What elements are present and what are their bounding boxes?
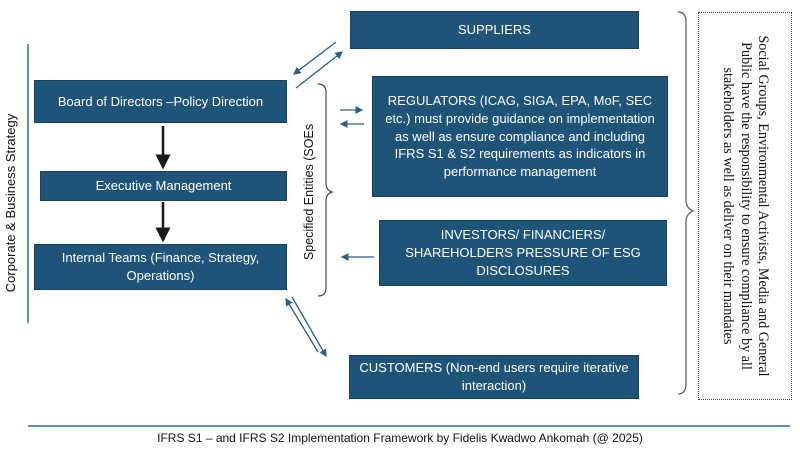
arrow-to-customers xyxy=(291,296,327,358)
customers-text: CUSTOMERS (Non-end users require iterati… xyxy=(359,360,629,393)
side-note-text: Social Groups, Environmental Activists, … xyxy=(720,35,771,377)
customers-box: CUSTOMERS (Non-end users require iterati… xyxy=(349,355,639,399)
regulators-text: REGULATORS (ICAG, SIGA, EPA, MoF, SEC et… xyxy=(385,92,655,180)
executive-management-text: Executive Management xyxy=(95,178,232,194)
investors-text: INVESTORS/ FINANCIERS/ SHAREHOLDERS PRES… xyxy=(405,227,641,278)
suppliers-box: SUPPLIERS xyxy=(350,11,639,49)
specified-entities-label: Specified Entities (SOEs xyxy=(302,123,316,261)
internal-teams-text: Internal Teams (Finance, Strategy, Opera… xyxy=(61,250,260,283)
suppliers-text: SUPPLIERS xyxy=(458,22,531,38)
side-note-box: Social Groups, Environmental Activists, … xyxy=(698,12,792,400)
arrow-suppliers-inbound xyxy=(295,51,344,89)
board-of-directors-text: Board of Directors –Policy Direction xyxy=(57,93,264,109)
arrow-suppliers-outbound xyxy=(292,41,337,75)
corporate-strategy-label: Corporate & Business Strategy xyxy=(3,113,18,293)
entities-brace xyxy=(317,83,334,297)
footer-caption: IFRS S1 – and IFRS S2 Implementation Fra… xyxy=(157,431,643,445)
arrow-from-customers xyxy=(285,297,319,353)
stakeholders-brace xyxy=(677,11,695,395)
executive-management-box: Executive Management xyxy=(40,171,287,201)
internal-teams-box: Internal Teams (Finance, Strategy, Opera… xyxy=(34,244,287,290)
regulators-box: REGULATORS (ICAG, SIGA, EPA, MoF, SEC et… xyxy=(372,76,668,197)
board-of-directors-box: Board of Directors –Policy Direction xyxy=(34,80,287,123)
investors-box: INVESTORS/ FINANCIERS/ SHAREHOLDERS PRES… xyxy=(379,220,667,286)
